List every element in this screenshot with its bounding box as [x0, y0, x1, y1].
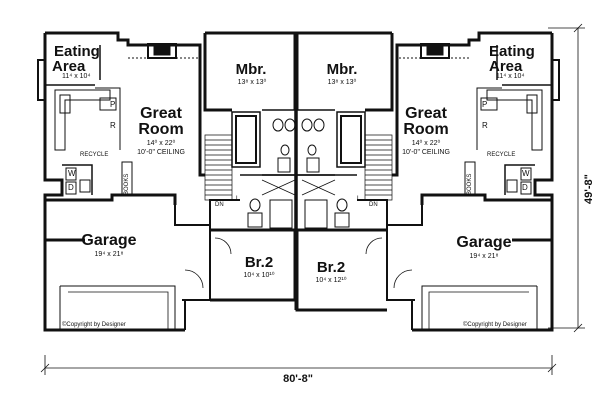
dimension-lines [40, 23, 585, 375]
right-unit-walls [295, 31, 560, 332]
left-unit-walls [37, 31, 297, 332]
